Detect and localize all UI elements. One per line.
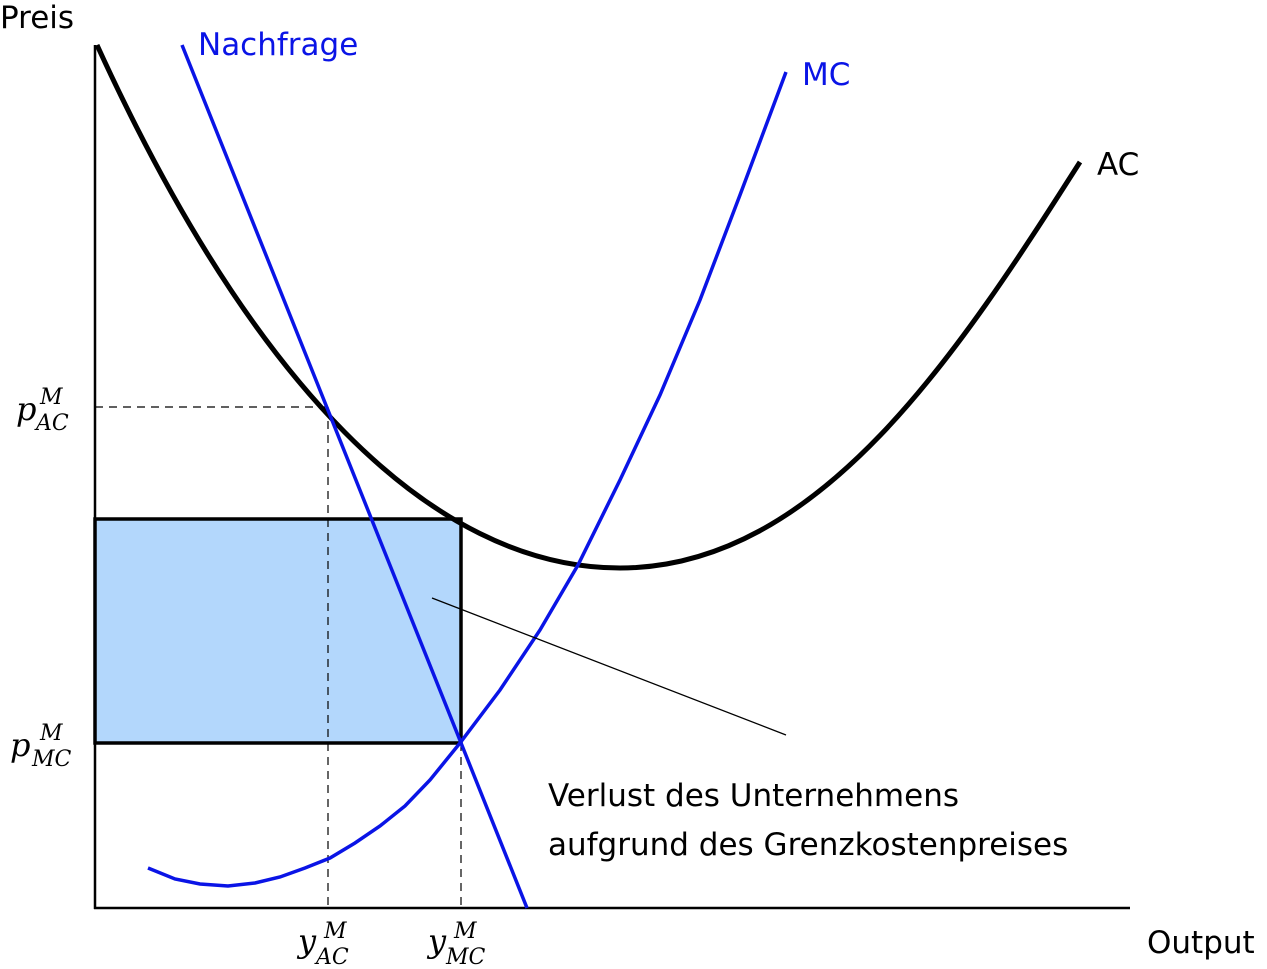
loss-annotation-line2: aufgrund des Grenzkostenpreises [548,827,1068,863]
tick-y-ac: y M AC [296,919,349,969]
svg-text:AC: AC [314,945,349,969]
annotation-pointer [431,597,787,736]
svg-text:y: y [426,922,447,960]
ac-label: AC [1097,147,1139,183]
svg-text:y: y [296,922,317,960]
mc-label: MC [802,57,850,93]
svg-text:AC: AC [34,411,69,436]
svg-text:p: p [10,726,30,764]
loss-rectangle [93,517,463,745]
demand-label: Nachfrage [198,27,358,63]
tick-p-ac: p M AC [16,385,69,436]
mc-curve [147,71,788,888]
tick-y-mc: y M MC [426,919,486,969]
svg-text:M: M [323,919,347,944]
demand-curve [180,44,529,909]
tick-p-mc: p M MC [10,721,72,772]
svg-text:M: M [39,721,63,746]
svg-text:M: M [39,385,63,410]
x-axis-label: Output [1147,925,1255,961]
svg-text:MC: MC [445,945,486,969]
svg-text:MC: MC [31,747,72,772]
svg-text:p: p [16,390,36,428]
svg-text:M: M [453,919,477,944]
y-axis-label: Preis [0,0,74,36]
ac-curve [94,43,1083,571]
loss-annotation-line1: Verlust des Unternehmens [548,778,959,814]
